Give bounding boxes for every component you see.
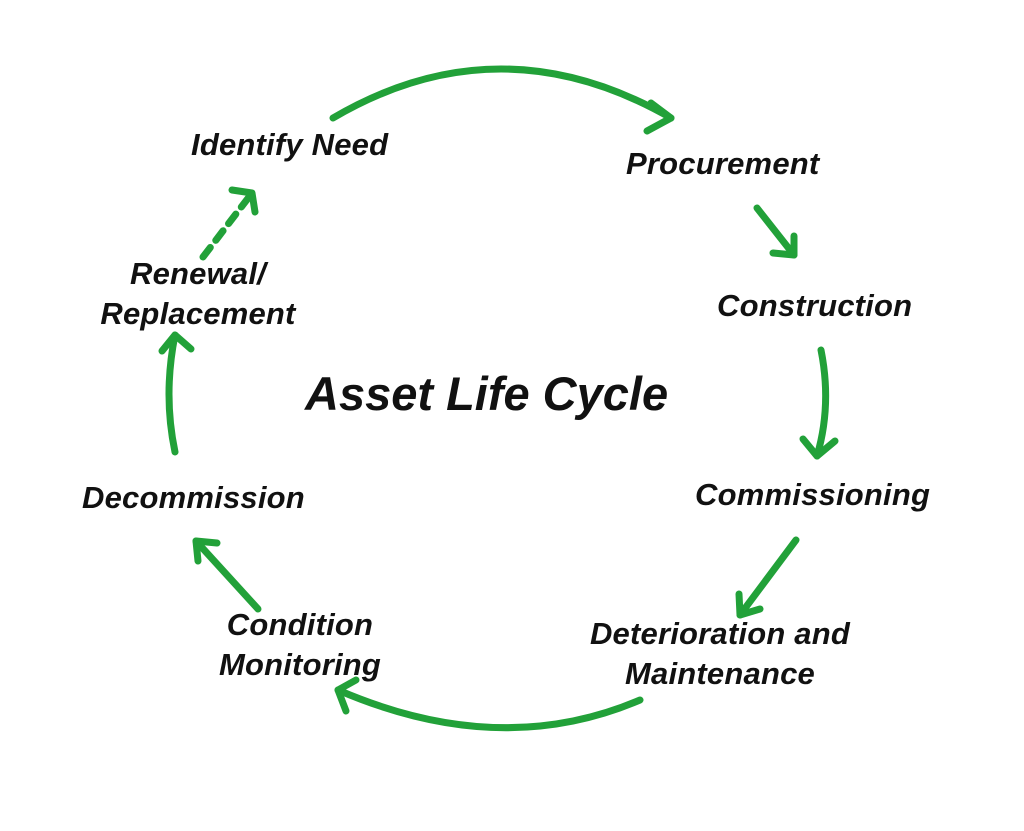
diagram-title: Asset Life Cycle [305,367,669,420]
arrow-shaft [813,346,830,460]
arrow-head [769,232,798,259]
stage-label-line-2: Replacement [100,296,296,331]
stage-label: Identify Need [191,127,389,162]
stage-procurement: Procurement [626,144,819,184]
arrow-commissioning-to-deterioration [735,536,800,619]
stage-label: Procurement [626,146,820,181]
arrow-shaft [165,331,179,456]
arrow-head [192,537,221,565]
stage-construction: Construction [717,286,912,326]
stage-commissioning: Commissioning [695,475,930,515]
arrow-renewal-to-identify [199,186,259,261]
arrow-procurement-to-construction [753,204,798,259]
arrow-shaft [334,686,644,732]
arrow-shaft [192,537,262,613]
arrow-decommission-to-renewal [158,331,195,456]
arrow-shaft-dashed [199,189,256,261]
arrow-head [735,590,764,619]
stage-identify-need: Identify Need [191,125,388,165]
arrow-deterioration-to-condition [334,676,644,732]
arrow-shaft [736,536,800,619]
arrow-head [799,435,839,460]
stage-label-line-1: Renewal/ [130,256,266,291]
stage-label-line-2: Maintenance [625,656,815,691]
stage-label-line-1: Deterioration and [589,616,851,651]
arrow-identify-to-procurement [329,65,675,135]
stage-renewal-replacement: Renewal/ Replacement [88,254,308,334]
stage-condition-monitoring: Condition Monitoring [205,605,395,685]
stage-label-line-2: Monitoring [218,647,382,682]
stage-label-line-1: Condition [226,607,374,642]
stage-deterioration-maintenance: Deterioration and Maintenance [580,614,860,694]
arrow-condition-to-decommission [192,537,262,613]
stage-decommission: Decommission [82,478,305,518]
arrow-head [158,331,195,355]
stage-label: Construction [717,288,913,323]
arrow-shaft [329,65,675,122]
arrow-head [334,676,360,715]
arrow-head [643,99,675,135]
arrow-construction-to-commissioning [799,346,839,460]
stage-label: Commissioning [695,477,931,512]
arrow-shaft [753,204,798,259]
stage-label: Decommission [82,480,305,515]
arrow-head [228,186,259,216]
